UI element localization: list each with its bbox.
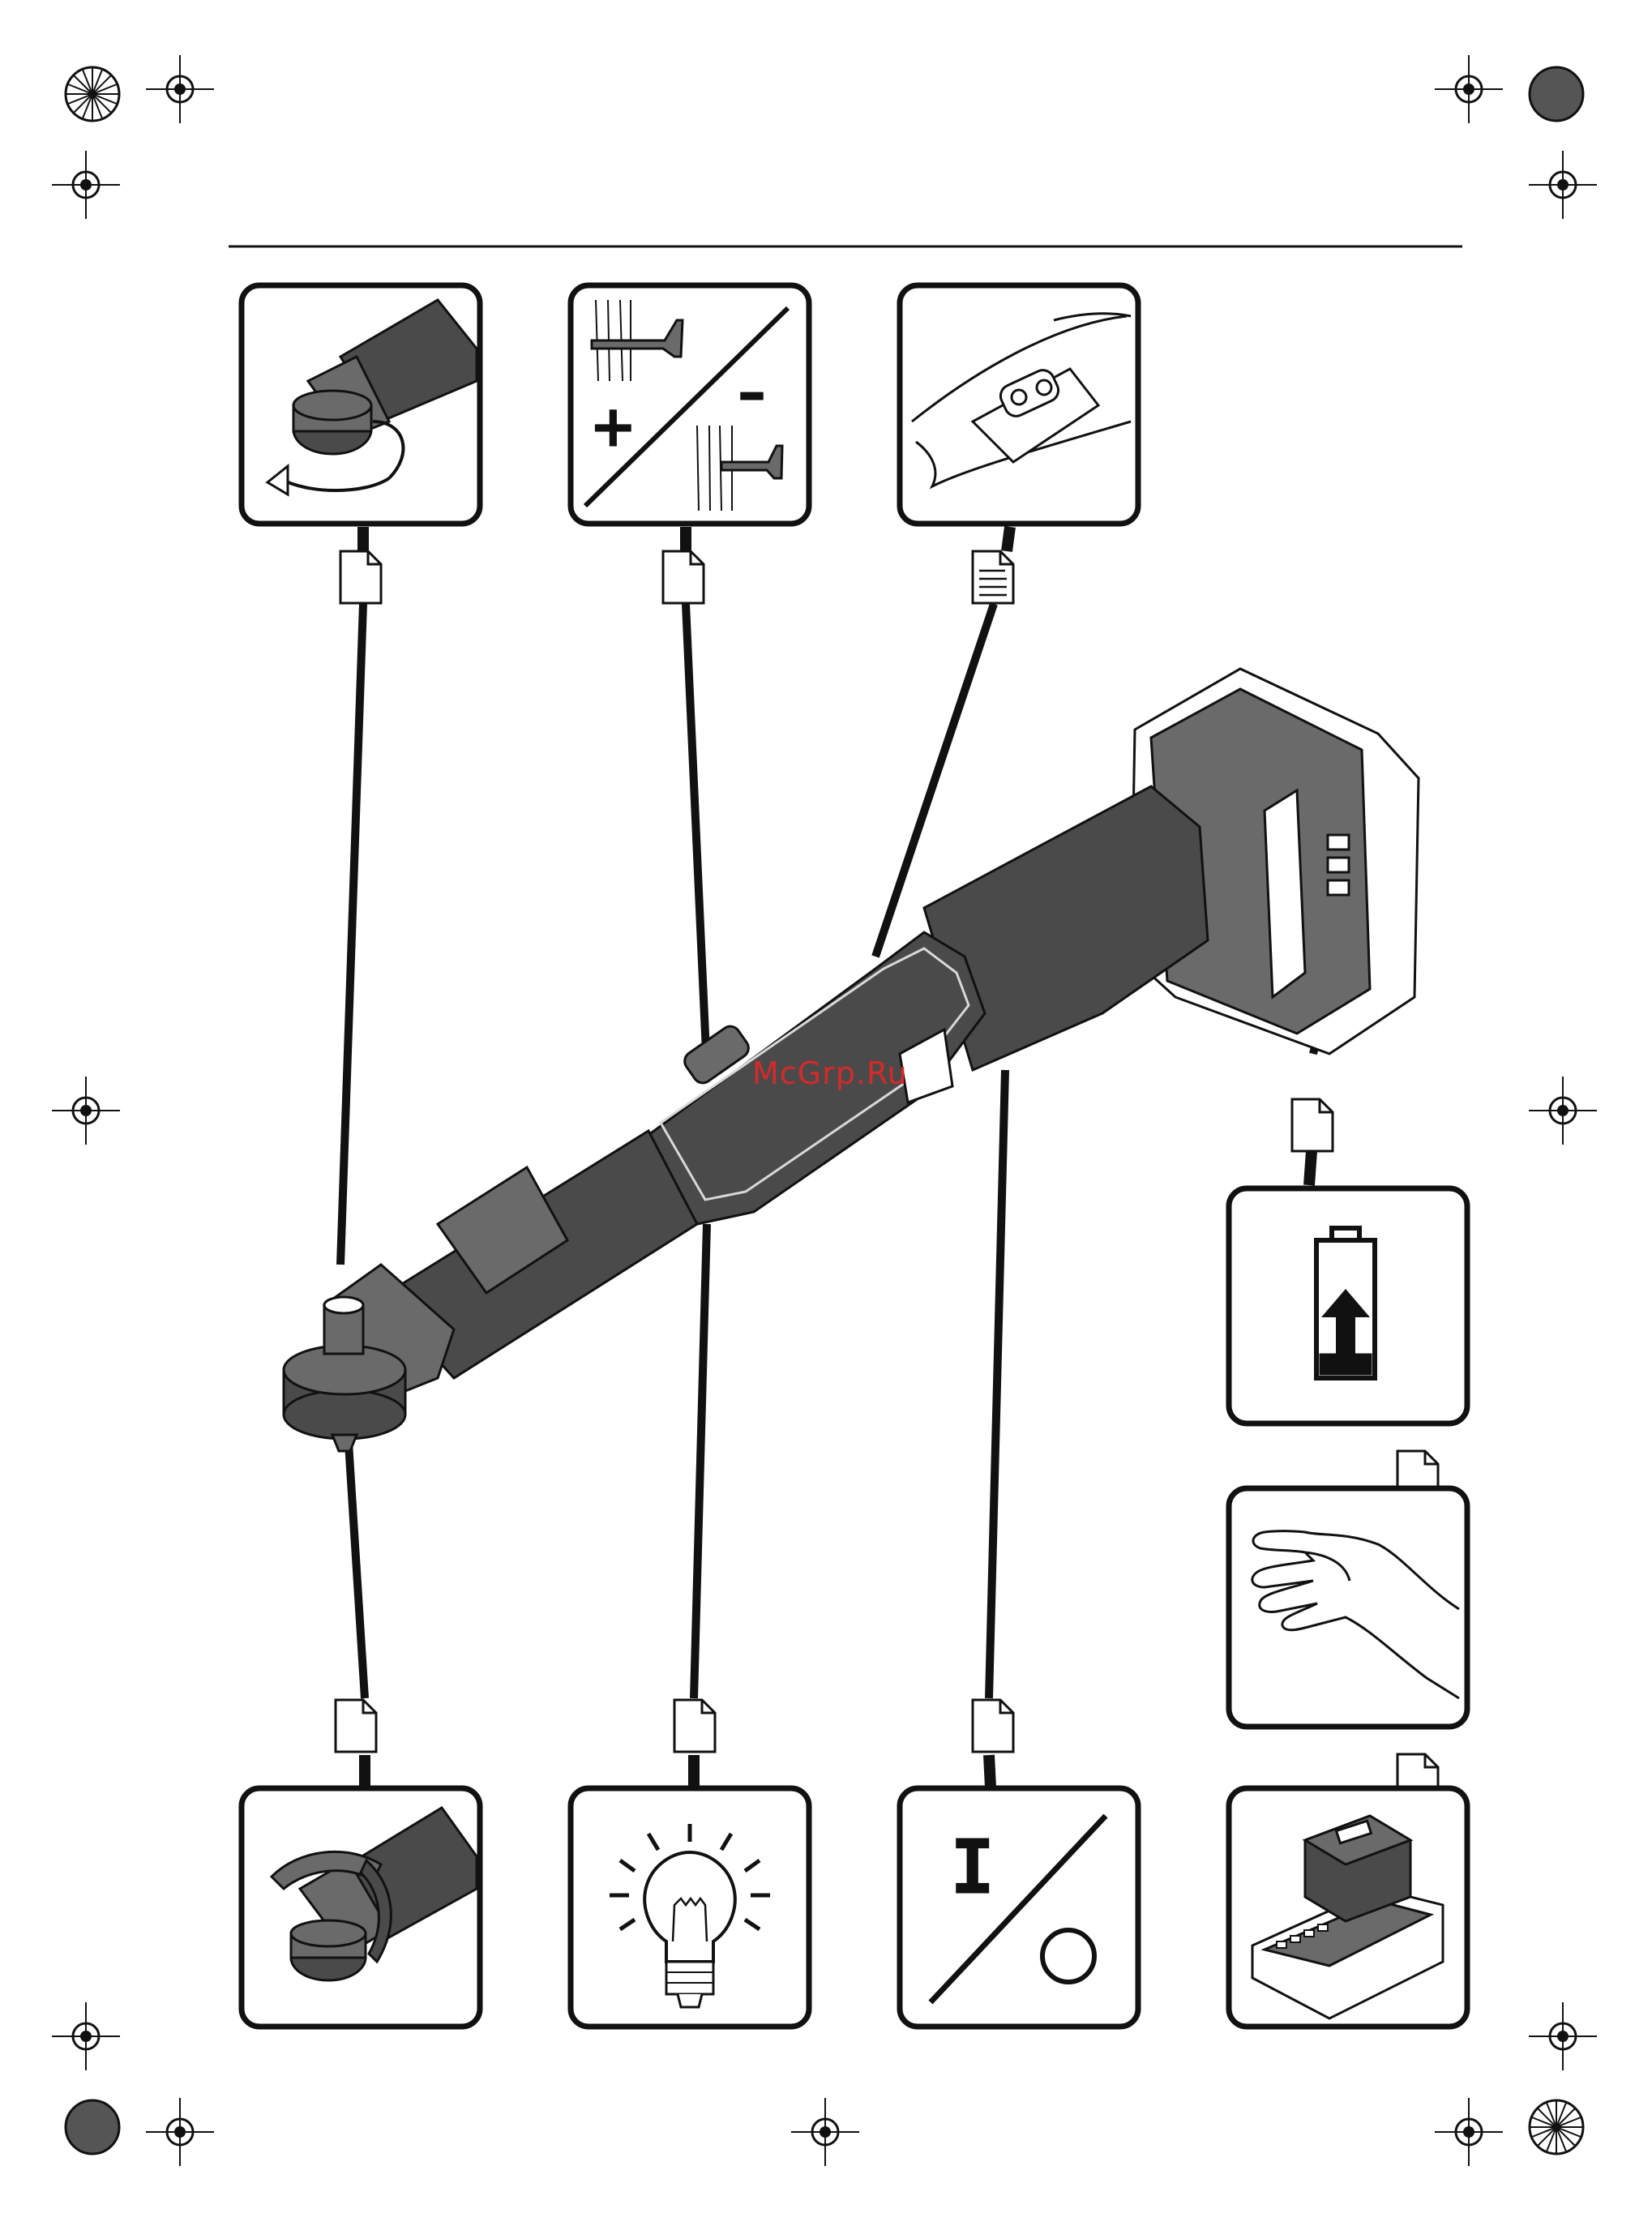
starburst-target: [1530, 2100, 1583, 2154]
battery-insert-icon: [1316, 1228, 1375, 1378]
document-icon: [340, 551, 381, 603]
charger-panel: [1229, 1788, 1467, 2027]
document-icon: [663, 551, 704, 603]
gray-target: [1530, 67, 1583, 121]
registration-mark: [146, 55, 214, 123]
document-icon: [336, 1700, 376, 1752]
registration-mark: [791, 2098, 859, 2166]
plus-label: +: [589, 393, 637, 460]
hand-panel: [1229, 1488, 1467, 1727]
on-label: I: [950, 1824, 995, 1911]
document-icon: [973, 1700, 1013, 1752]
registration-mark: [52, 151, 120, 219]
registration-mark: [52, 2002, 120, 2070]
registration-mark: [1435, 55, 1503, 123]
document-icon: [1292, 1099, 1333, 1151]
registration-mark: [146, 2098, 214, 2166]
switch-slot-panel: [900, 285, 1138, 524]
gray-target: [66, 2100, 119, 2154]
registration-mark: [1529, 151, 1597, 219]
minus-label: –: [738, 359, 766, 426]
head-adjust-panel: [242, 1788, 480, 2027]
watermark-text: McGrp.Ru: [752, 1055, 908, 1091]
registration-mark: [1529, 2002, 1597, 2070]
registration-mark: [52, 1077, 120, 1145]
on-off-panel: I: [900, 1788, 1138, 2027]
lamp-panel: [571, 1788, 809, 2027]
registration-mark: [1435, 2098, 1503, 2166]
direction-panel: + –: [571, 285, 809, 524]
battery-panel: [1229, 1188, 1467, 1423]
document-icon: [674, 1700, 715, 1752]
rotate-head-panel: [242, 285, 480, 524]
registration-mark: [1529, 1077, 1597, 1145]
starburst-target: [66, 67, 119, 121]
document-text-icon: [973, 551, 1013, 603]
